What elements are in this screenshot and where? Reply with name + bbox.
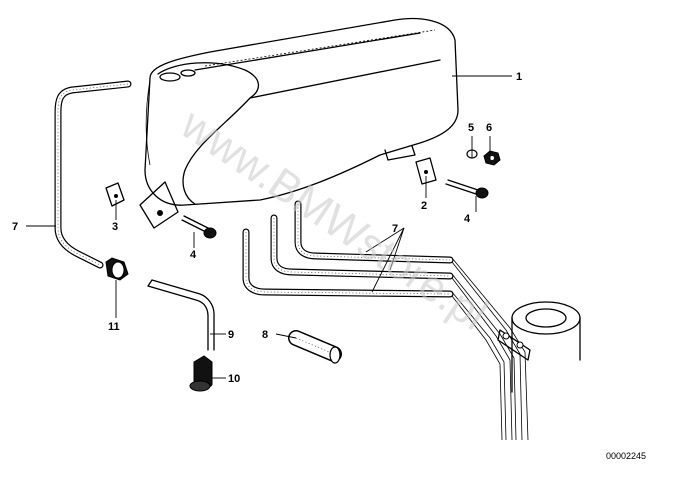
document-number: 00002245 [606,451,646,461]
screw-part-4-right [445,179,489,199]
cap-part-10 [189,355,213,392]
bracket-part-3 [105,182,125,207]
tube-part-8 [288,330,342,364]
grommet-part-11 [105,257,129,281]
callout-10: 10 [228,373,240,385]
hose-part-7-left [54,80,132,269]
callout-4-right: 4 [464,213,471,225]
fork-tube [497,301,581,393]
callout-6: 6 [486,122,492,134]
bracket-plate-left [139,181,179,229]
watermark-text: www.BMWstore.pl [172,99,496,340]
tank-part-1 [144,17,459,206]
callout-4-left: 4 [190,249,197,261]
hose-part-7-right [242,200,454,298]
callout-8: 8 [262,329,268,341]
callout-2: 2 [421,200,427,212]
callout-7-left: 7 [12,221,18,233]
callout-1: 1 [516,71,522,83]
pipe-part-9 [147,279,215,351]
callout-9: 9 [228,329,234,341]
hose-continuation-lines [451,257,529,441]
screw-part-4-left [181,215,217,239]
nut-part-6 [483,150,501,166]
callout-3: 3 [112,221,118,233]
callout-5: 5 [468,122,474,134]
leader-lines [26,75,512,379]
callout-7-right: 7 [392,223,398,235]
clip-part-2 [415,157,437,185]
callout-11: 11 [108,321,120,333]
